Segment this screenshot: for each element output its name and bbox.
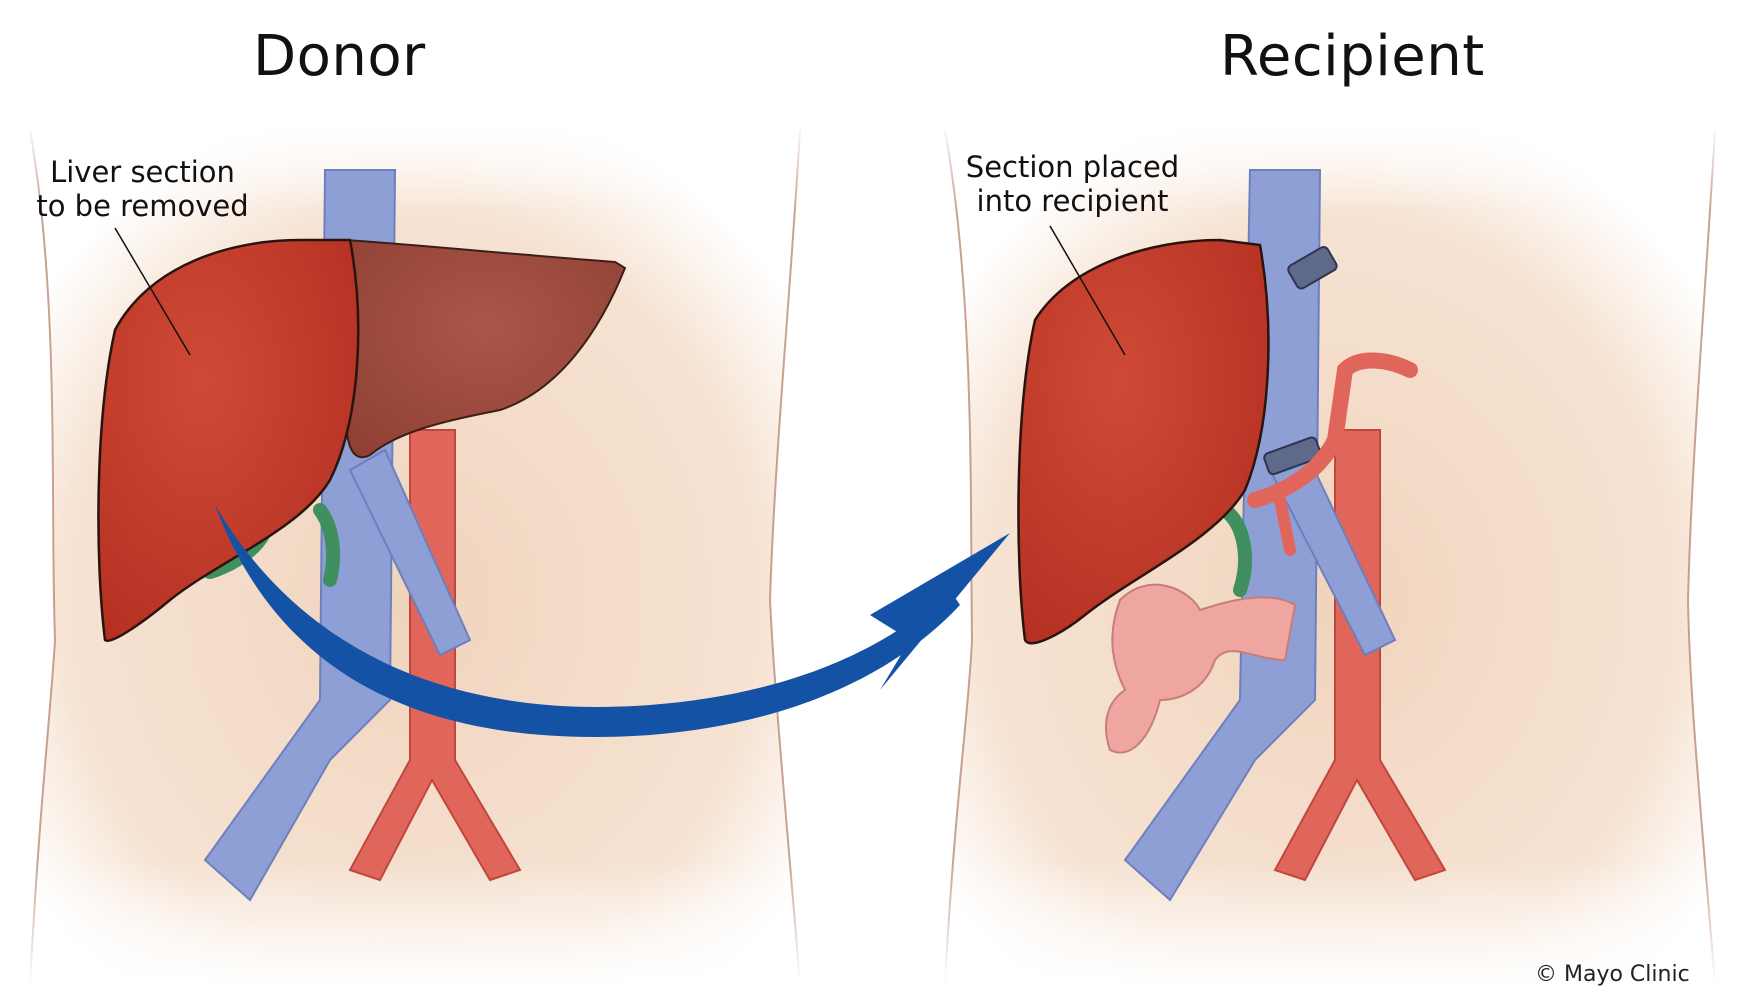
copyright-credit: © Mayo Clinic [1535, 962, 1690, 987]
donor-label-pointer [114, 227, 191, 356]
recipient-label-line1: Section placed [965, 150, 1180, 184]
recipient-liver-label: Section placed into recipient [960, 150, 1185, 218]
donor-liver-remaining-lobe [344, 238, 627, 458]
recipient-title: Recipient [1220, 24, 1485, 89]
donor-liver-label: Liver section to be removed [30, 155, 255, 223]
donor-label-line1: Liver section [50, 155, 235, 189]
transfer-arrow [215, 505, 1010, 737]
recipient-vessels [1123, 169, 1447, 902]
recipient-label-pointer [1049, 225, 1126, 356]
donor-title: Donor [253, 24, 426, 89]
recipient-intestine [1105, 583, 1297, 754]
recipient-liver-section [1017, 238, 1270, 645]
donor-liver-section [97, 238, 360, 643]
donor-label-line2: to be removed [36, 189, 249, 223]
recipient-label-line2: into recipient [976, 184, 1169, 218]
